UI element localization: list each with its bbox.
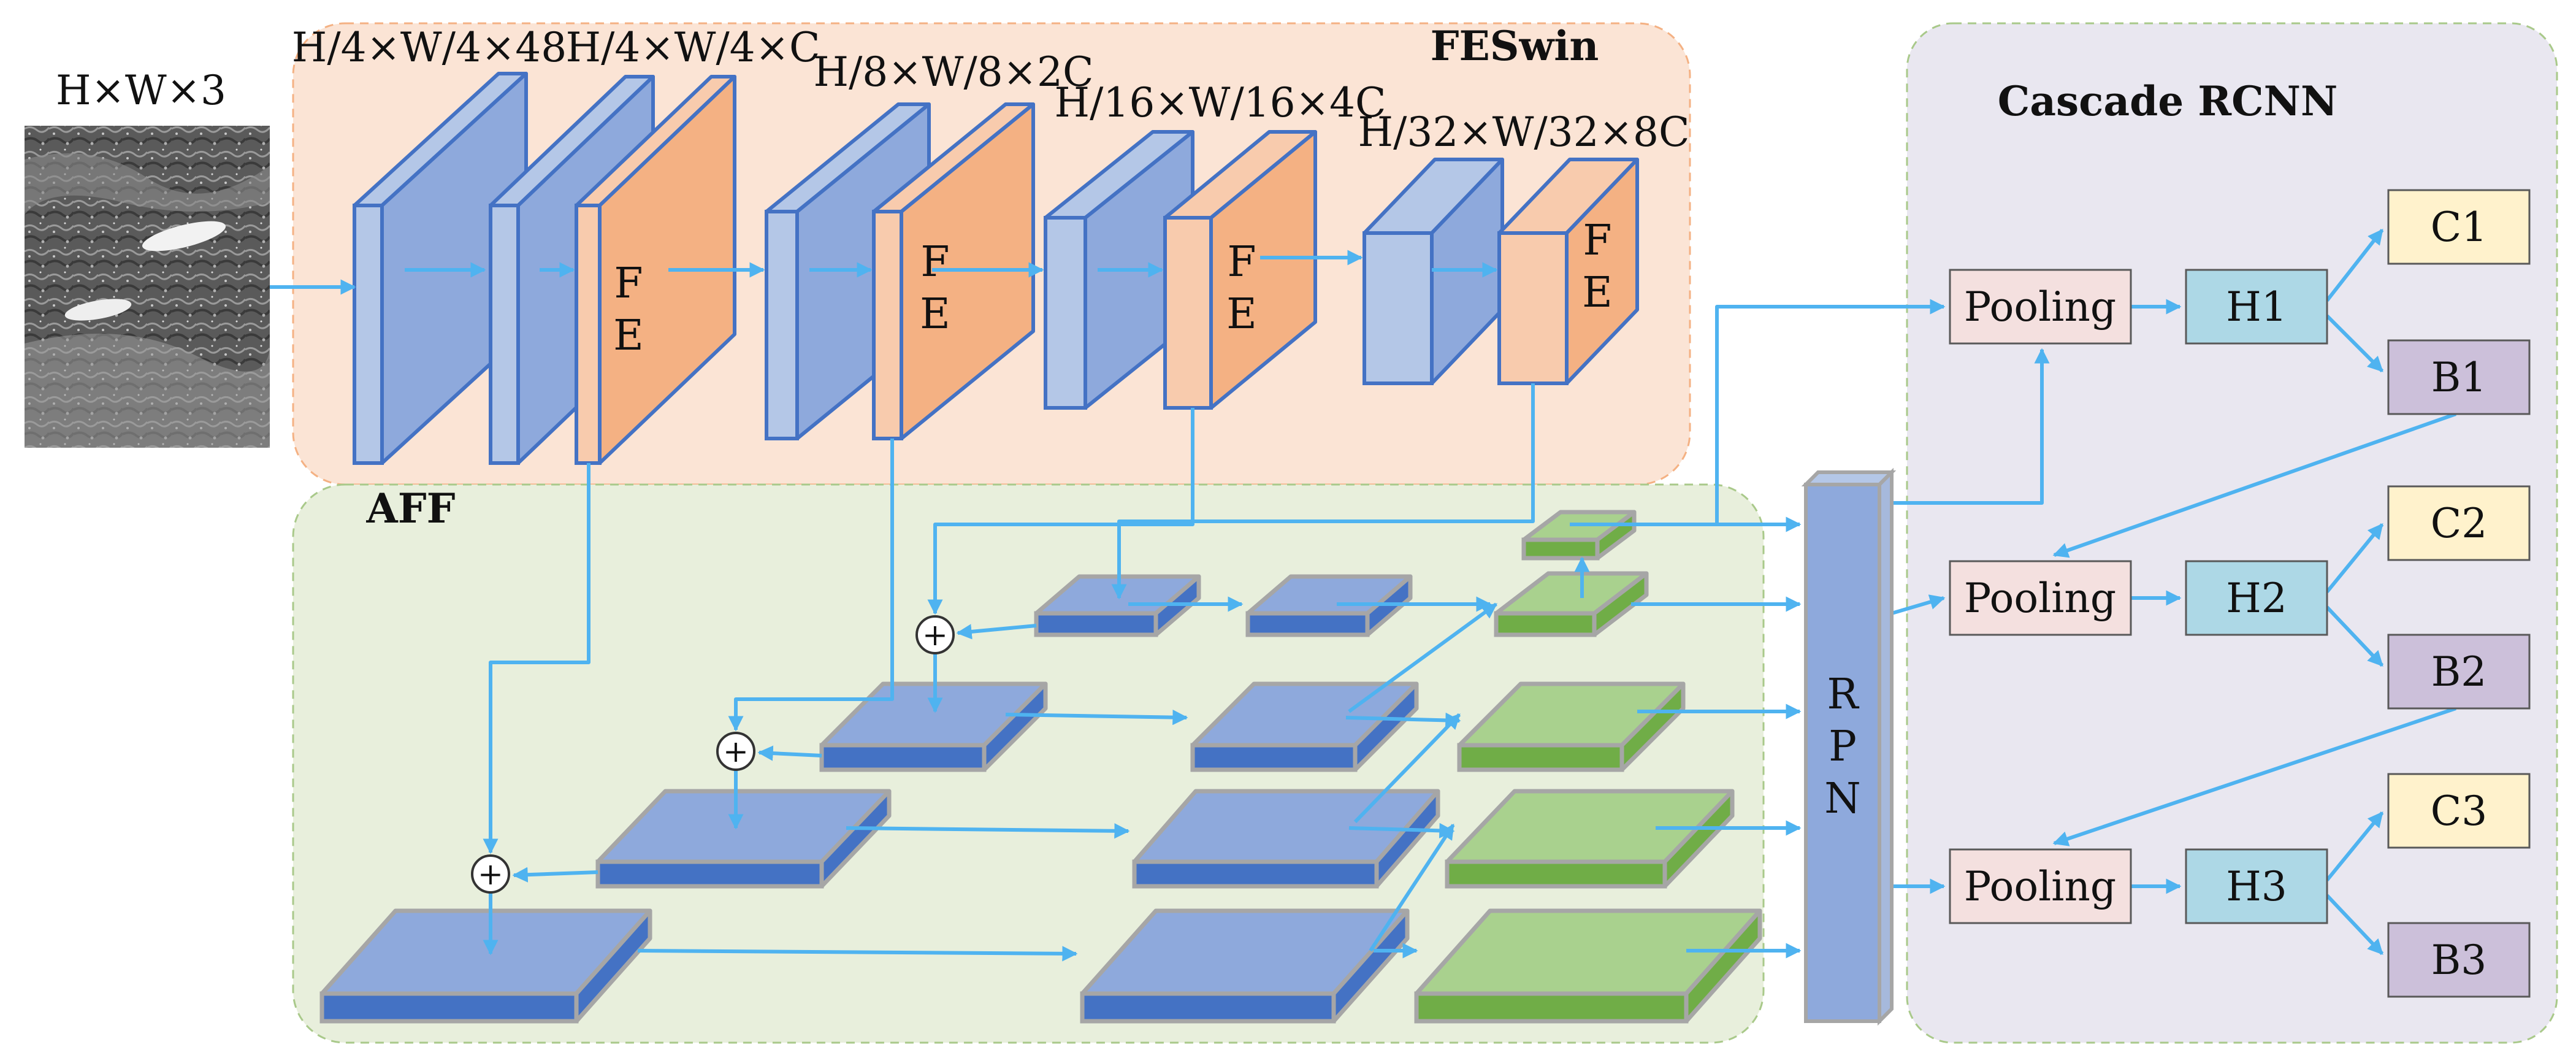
input-image	[25, 126, 270, 448]
class-box-3: C3	[2387, 773, 2531, 849]
pooling-label-1: Pooling	[1964, 283, 2116, 331]
plus-sign-2: +	[723, 734, 749, 769]
stage-label-2: H/4×W/4×C	[566, 24, 820, 71]
fe-label-3-f: F	[1227, 238, 1256, 286]
class-box-2: C2	[2387, 485, 2531, 561]
fe-label-3-e: E	[1226, 290, 1257, 339]
box-label-1: B1	[2431, 354, 2487, 401]
head-box-3: H3	[2185, 848, 2328, 924]
fe-block-9	[1497, 158, 1639, 385]
flow-arrow-37	[1892, 348, 2050, 505]
flow-arrow-29	[1353, 713, 1461, 824]
plus-sign-1: +	[922, 617, 948, 653]
flow-arrow-19	[512, 867, 598, 883]
flow-arrow-39	[1891, 594, 1946, 615]
stage-label-1: H/4×W/4×48	[292, 24, 567, 71]
head-label-3: H3	[2226, 863, 2287, 910]
flow-arrow-23	[637, 946, 1078, 962]
flow-arrow-50	[2052, 412, 2456, 558]
box-reg-2: B2	[2387, 634, 2531, 710]
flow-arrow-13	[1111, 383, 1535, 600]
aff-output-plate-7	[1457, 681, 1686, 772]
flow-arrow-28	[1369, 823, 1455, 952]
plus-sign-3: +	[478, 856, 503, 892]
flow-arrow-12	[927, 408, 1194, 615]
box-reg-1: B1	[2387, 339, 2531, 415]
fe-label-2-e: E	[920, 290, 950, 339]
class-label-1: C1	[2431, 204, 2488, 251]
head-label-2: H2	[2226, 575, 2287, 622]
plus-node-1: +	[915, 615, 955, 654]
head-box-2: H2	[2185, 560, 2328, 636]
fe-label-1-e: E	[613, 312, 644, 360]
cascade-title: Cascade RCNN	[1998, 77, 2338, 125]
flow-arrow-49	[2325, 894, 2384, 956]
stage-label-4: H/16×W/16×4C	[1055, 79, 1386, 126]
pooling-label-3: Pooling	[1964, 863, 2116, 910]
flow-arrow-25	[1345, 712, 1461, 728]
plus-node-2: +	[716, 732, 755, 771]
flow-arrow-51	[2052, 707, 2456, 846]
pooling-box-2: Pooling	[1949, 560, 2132, 636]
pooling-box-1: Pooling	[1949, 269, 2132, 345]
rpn-letter-p: P	[1829, 723, 1857, 771]
flow-arrow-45	[2325, 314, 2384, 373]
head-box-1: H1	[2185, 269, 2328, 345]
flow-arrow-48	[2325, 811, 2384, 881]
flow-arrow-26	[1348, 822, 1455, 838]
stage-label-5: H/32×W/32×8C	[1358, 109, 1690, 156]
pooling-label-2: Pooling	[1964, 575, 2116, 622]
aff-feature-plate-12	[1080, 908, 1410, 1024]
head-label-1: H1	[2226, 283, 2287, 331]
flow-arrow-44	[2325, 229, 2384, 302]
flow-arrow-18	[757, 745, 822, 761]
stage-label-3: H/8×W/8×2C	[814, 48, 1094, 96]
flow-arrow-21	[1005, 710, 1188, 726]
aff-feature-plate-9	[1132, 789, 1440, 889]
aff-output-plate-3	[1494, 571, 1649, 637]
aff-output-plate-10	[1445, 789, 1735, 889]
box-label-2: B2	[2431, 648, 2487, 696]
aff-title: AFF	[366, 485, 456, 532]
aff-feature-plate-6	[1190, 681, 1419, 772]
feswin-title: FESwin	[1431, 22, 1599, 70]
flow-arrow-47	[2325, 605, 2384, 667]
class-label-2: C2	[2431, 500, 2488, 547]
fe-block-7	[1163, 130, 1317, 410]
aff-output-plate-13	[1414, 908, 1762, 1024]
flow-arrow-38	[1715, 299, 1946, 524]
flow-arrow-46	[2325, 523, 2384, 593]
plus-node-3: +	[471, 854, 510, 894]
class-label-3: C3	[2431, 788, 2488, 835]
flow-arrow-10	[483, 463, 590, 854]
aff-region	[292, 483, 1765, 1044]
input-size-label: H×W×3	[56, 67, 226, 114]
box-label-3: B3	[2431, 937, 2487, 984]
pooling-box-3: Pooling	[1949, 848, 2132, 924]
fe-label-4-e: E	[1582, 269, 1613, 317]
rpn-block	[1801, 467, 1897, 1026]
fe-label-2-f: F	[920, 238, 949, 286]
rpn-letter-n: N	[1824, 775, 1861, 823]
fe-label-1-f: F	[614, 259, 643, 308]
flow-arrow-17	[956, 624, 1037, 640]
fe-label-4-f: F	[1583, 217, 1611, 265]
class-box-1: C1	[2387, 189, 2531, 265]
flow-arrow-22	[846, 823, 1130, 839]
fe-block-3	[575, 75, 736, 465]
flow-arrows	[270, 229, 2456, 962]
rpn-letter-r: R	[1827, 670, 1859, 719]
flow-arrow-11	[728, 439, 894, 732]
box-reg-3: B3	[2387, 922, 2531, 998]
flow-arrow-30	[1348, 602, 1498, 713]
